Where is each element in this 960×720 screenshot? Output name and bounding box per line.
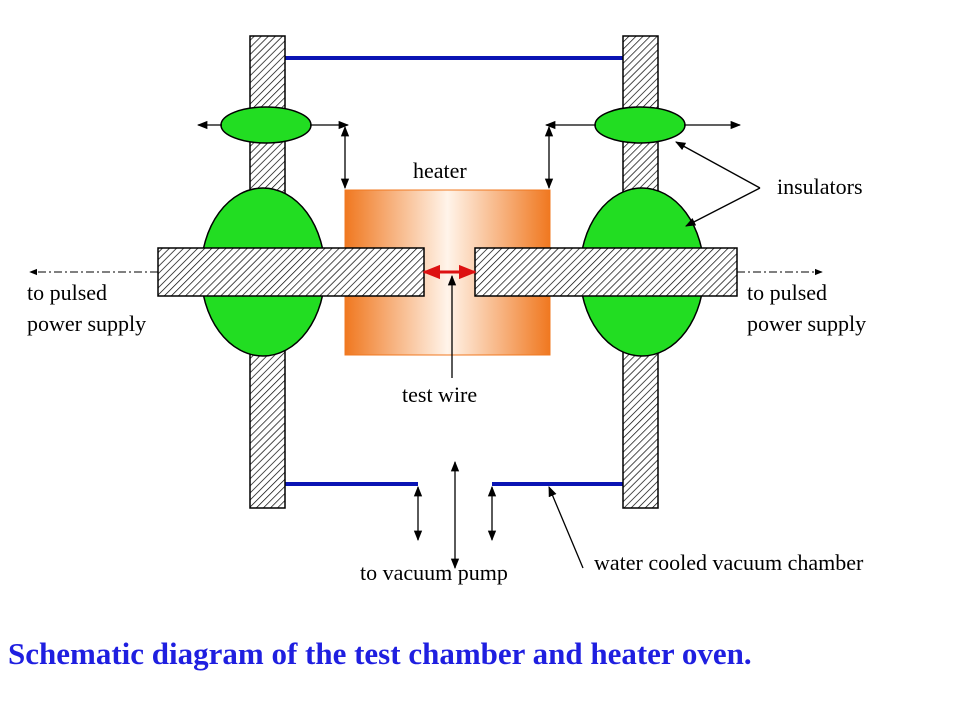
power-supply-right-line1: to pulsed [747,280,828,305]
power-supply-left-line2: power supply [27,311,147,336]
chamber-pointer [548,486,584,569]
left-electrode [157,247,425,297]
right-electrode [474,247,738,297]
figure-caption: Schematic diagram of the test chamber an… [8,636,752,671]
insulator-pointer-lower [685,187,761,227]
test-wire-label: test wire [402,382,478,407]
right-small-insulator [594,106,686,144]
left-small-insulator [220,106,312,144]
power-supply-right-line2: power supply [747,311,867,336]
heater-label: heater [413,158,467,183]
vacuum-pump-label: to vacuum pump [360,560,508,585]
power-supply-left-line1: to pulsed [27,280,108,305]
insulators-label: insulators [777,174,863,199]
chamber-label: water cooled vacuum chamber [594,550,864,575]
insulator-pointer-upper [675,141,761,189]
